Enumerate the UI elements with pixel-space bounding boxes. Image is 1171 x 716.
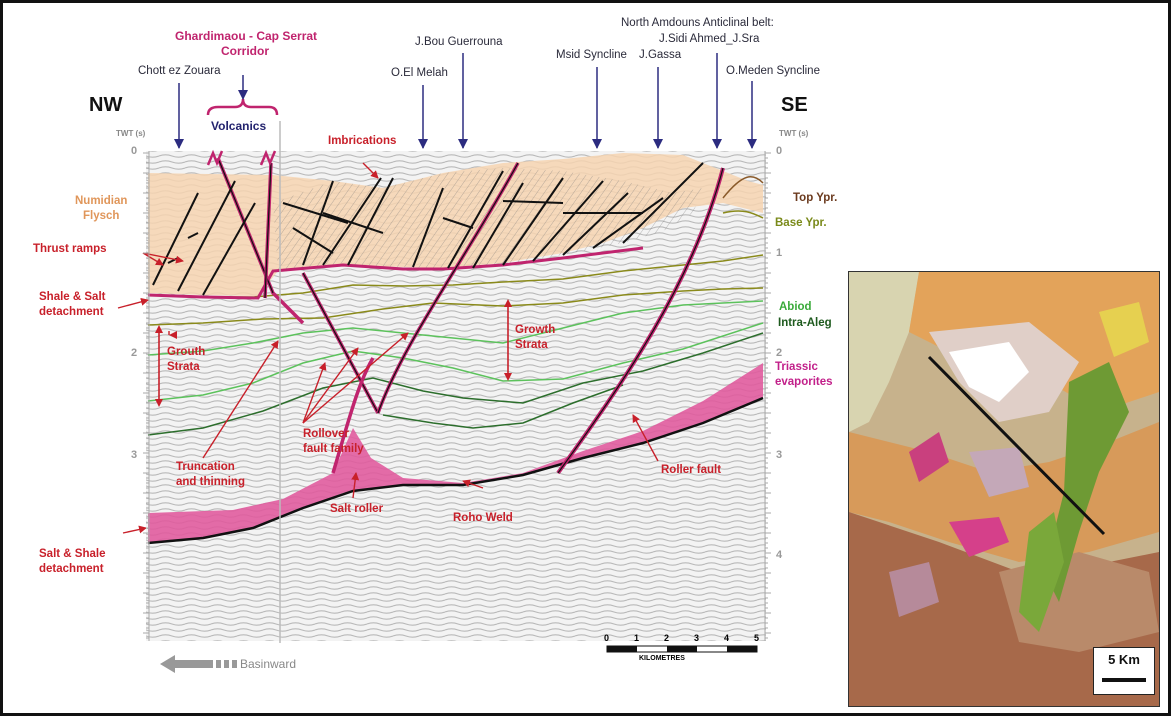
label-j-gassa: J.Gassa (639, 49, 681, 61)
label-rollover-line1: Rollover (303, 428, 349, 440)
scale-tick-1: 1 (634, 633, 639, 643)
km-scale-bar (607, 646, 757, 652)
label-basinward: Basinward (240, 657, 296, 671)
tick-right-4: 4 (776, 549, 782, 561)
geological-map (848, 271, 1160, 707)
label-triassic-line2: evaporites (775, 376, 833, 388)
seismic-section (3, 3, 843, 713)
map-scale-bar (1102, 678, 1146, 682)
label-numidian-line1: Numidian (75, 195, 127, 207)
label-rollover-line2: fault family (303, 443, 364, 455)
label-truncation-line1: Truncation (176, 461, 235, 473)
label-truncation-line2: and thinning (176, 476, 245, 488)
label-o-meden-syncline: O.Meden Syncline (726, 65, 820, 77)
label-intra-aleg: Intra-Aleg (778, 317, 832, 329)
label-shale-salt-line1: Shale & Salt (39, 291, 105, 303)
label-thrust-ramps: Thrust ramps (33, 243, 107, 255)
label-salt-roller: Salt roller (330, 503, 383, 515)
map-scale-label: 5 Km (1094, 652, 1154, 667)
label-amdouns-line2: J.Sidi Ahmed_J.Sra (659, 33, 759, 45)
basinward-arrow-icon (160, 655, 237, 673)
tick-right-0: 0 (776, 145, 782, 157)
label-imbrications: Imbrications (328, 135, 396, 147)
label-top-ypr: Top Ypr. (793, 192, 837, 204)
label-grouth-line2: Strata (167, 361, 200, 373)
label-msid-syncline: Msid Syncline (556, 49, 627, 61)
label-roller-fault: Roller fault (661, 464, 721, 476)
tick-right-3: 3 (776, 449, 782, 461)
label-j-bou-guerrouna: J.Bou Guerrouna (415, 36, 503, 48)
label-growth-line2: Strata (515, 339, 548, 351)
label-o-el-melah: O.El Melah (391, 67, 448, 79)
label-amdouns-line1: North Amdouns Anticlinal belt: (621, 17, 774, 29)
label-abiod: Abiod (779, 301, 812, 313)
label-base-ypr: Base Ypr. (775, 217, 827, 229)
tick-left-2: 2 (131, 347, 137, 359)
label-shale-salt-line2: detachment (39, 306, 104, 318)
geological-map-image (849, 272, 1159, 706)
axis-label-right: TWT (s) (779, 129, 808, 138)
label-chott-ez-zouara: Chott ez Zouara (138, 65, 220, 77)
label-grouth-line1: Grouth (167, 346, 205, 358)
location-arrows (179, 53, 752, 148)
tick-left-0: 0 (131, 145, 137, 157)
label-salt-shale-line1: Salt & Shale (39, 548, 105, 560)
label-corridor-line1: Ghardimaou - Cap Serrat (175, 29, 315, 43)
label-numidian-line2: Flysch (83, 210, 119, 222)
label-salt-shale-line2: detachment (39, 563, 104, 575)
tick-right-2: 2 (776, 347, 782, 359)
scale-tick-5: 5 (754, 633, 759, 643)
scale-unit-label: KILOMETRES (639, 655, 685, 662)
tick-right-1: 1 (776, 247, 782, 259)
orientation-se: SE (781, 94, 808, 117)
tick-left-3: 3 (131, 449, 137, 461)
label-roho-weld: Roho Weld (453, 512, 513, 524)
label-corridor-line2: Corridor (175, 44, 315, 58)
map-scale-box: 5 Km (1093, 647, 1155, 695)
scale-tick-2: 2 (664, 633, 669, 643)
label-growth-line1: Growth (515, 324, 555, 336)
orientation-nw: NW (89, 94, 122, 117)
label-triassic-line1: Triassic (775, 361, 818, 373)
scale-tick-3: 3 (694, 633, 699, 643)
corridor-brace (208, 99, 277, 115)
scale-tick-4: 4 (724, 633, 729, 643)
axis-label-left: TWT (s) (116, 129, 145, 138)
label-volcanics: Volcanics (211, 119, 266, 133)
scale-tick-0: 0 (604, 633, 609, 643)
